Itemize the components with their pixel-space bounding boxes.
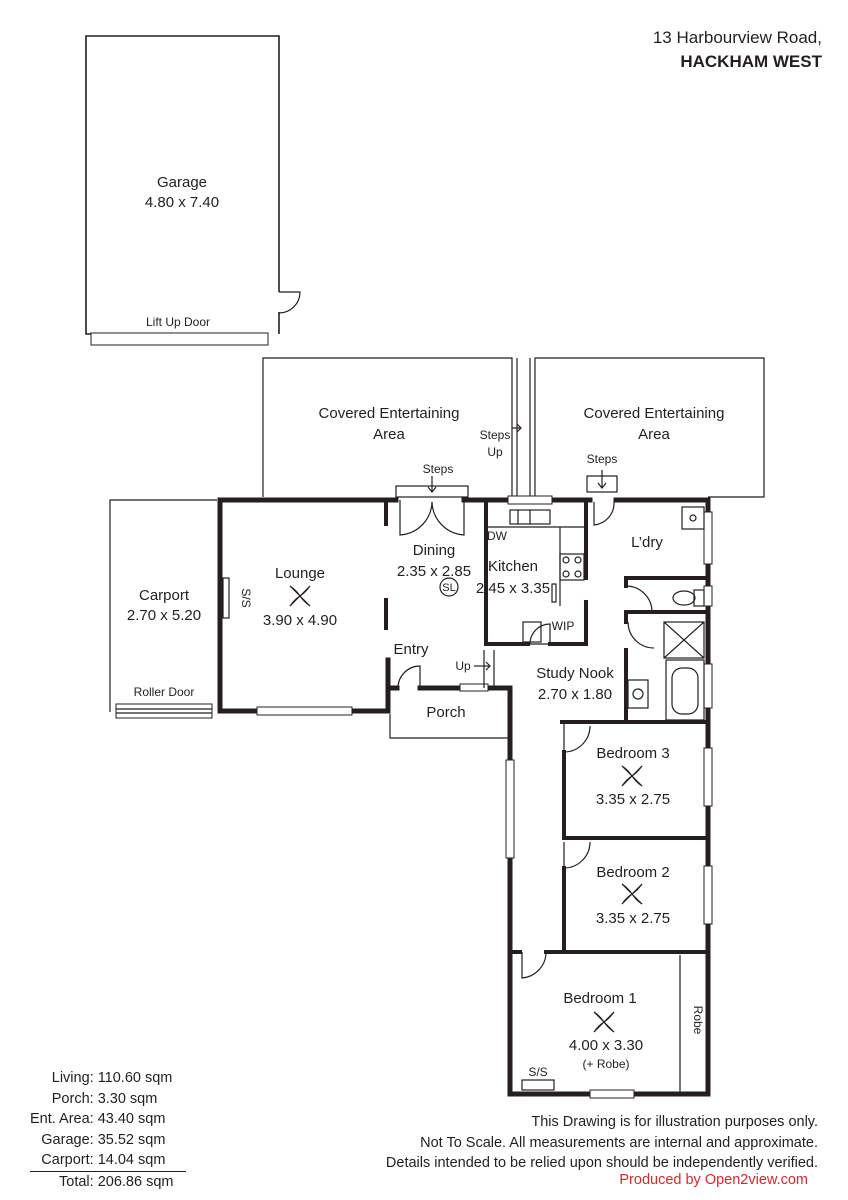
- disclaimer-line: Not To Scale. All measurements are inter…: [420, 1134, 818, 1151]
- covered-left-label-1: Covered Entertaining: [319, 405, 460, 422]
- garage-size: 4.80 x 7.40: [145, 194, 219, 211]
- carport-label: Carport: [139, 587, 190, 604]
- lounge-label: Lounge: [275, 565, 325, 582]
- covered-right-label-1: Covered Entertaining: [584, 405, 725, 422]
- smoke-alarm-icon: [439, 577, 459, 597]
- producer-credit: Produced by Open2view.com: [619, 1172, 808, 1188]
- wip-label: WIP: [552, 619, 575, 633]
- ss-carport-label: S/S: [239, 588, 253, 607]
- garage-label: Garage: [157, 174, 207, 191]
- doors: [397, 500, 655, 979]
- steps-up-label-2: Up: [487, 445, 503, 459]
- lift-up-door: [90, 332, 269, 346]
- area-row: Ent. Area:43.40 sqm: [30, 1111, 166, 1127]
- garage-structure: [85, 35, 301, 346]
- study-size: 2.70 x 1.80: [538, 686, 612, 703]
- steps-arrow-icon: [427, 423, 607, 493]
- steps-right-label: Steps: [587, 452, 618, 466]
- address-street: 13 Harbourview Road,: [652, 28, 822, 47]
- disclaimer: This Drawing is for illustration purpose…: [386, 1112, 818, 1174]
- area-row: Living:110.60 sqm: [51, 1070, 173, 1086]
- address-suburb: HACKHAM WEST: [680, 52, 822, 71]
- bedroom3-label: Bedroom 3: [596, 745, 669, 762]
- carport-outline: [109, 499, 217, 719]
- address-block: 13 Harbourview Road, HACKHAM WEST: [653, 26, 822, 74]
- roller-door-label: Roller Door: [134, 685, 195, 699]
- area-row: Carport:14.04 sqm: [30, 1150, 186, 1172]
- porch-label: Porch: [426, 704, 465, 721]
- study-label: Study Nook: [536, 665, 614, 682]
- lounge-size: 3.90 x 4.90: [263, 612, 337, 629]
- bedroom1-robe-note: (+ Robe): [582, 1057, 629, 1071]
- up-label: Up: [455, 659, 471, 673]
- entry-label: Entry: [393, 641, 429, 658]
- area-summary: Living:110.60 sqm Porch:3.30 sqm Ent. Ar…: [30, 1068, 186, 1192]
- sl-label: SL: [442, 582, 455, 594]
- bathroom-fixtures: [627, 506, 705, 721]
- dining-size: 2.35 x 2.85: [397, 563, 471, 580]
- bedroom3-size: 3.35 x 2.75: [596, 791, 670, 808]
- robe-label: Robe: [691, 1006, 705, 1035]
- bedroom1-label: Bedroom 1: [563, 990, 636, 1007]
- bedroom2-size: 3.35 x 2.75: [596, 910, 670, 927]
- ss-bedroom1-label: S/S: [528, 1065, 547, 1079]
- kitchen-size: 2.45 x 3.35: [476, 580, 550, 597]
- ceiling-fan-icon: [289, 585, 643, 1033]
- disclaimer-line: Details intended to be relied upon shoul…: [385, 1155, 818, 1171]
- kitchen-fixtures: [488, 509, 585, 643]
- dining-label: Dining: [413, 542, 456, 559]
- dishwasher-label: DW: [487, 529, 508, 543]
- kitchen-label: Kitchen: [488, 558, 538, 575]
- interior-walls: [384, 498, 710, 954]
- bedroom1-size: 4.00 x 3.30: [569, 1037, 643, 1054]
- laundry-label: L’dry: [631, 534, 663, 551]
- lift-up-door-label: Lift Up Door: [146, 315, 210, 329]
- carport-size: 2.70 x 5.20: [127, 607, 201, 624]
- roller-door: [115, 703, 213, 719]
- area-row-total: Total:206.86 sqm: [59, 1173, 174, 1190]
- windows: [256, 495, 713, 1099]
- steps-left-label: Steps: [423, 462, 454, 476]
- area-row: Garage:35.52 sqm: [41, 1131, 166, 1148]
- bedroom2-label: Bedroom 2: [596, 864, 669, 881]
- area-row: Porch:3.30 sqm: [51, 1090, 158, 1107]
- steps-up-label-1: Steps: [480, 428, 511, 442]
- disclaimer-line: This Drawing is for illustration purpose…: [531, 1114, 818, 1130]
- covered-right-label-2: Area: [638, 426, 670, 443]
- covered-left-label-2: Area: [373, 426, 405, 443]
- misc-structures: [389, 650, 681, 1092]
